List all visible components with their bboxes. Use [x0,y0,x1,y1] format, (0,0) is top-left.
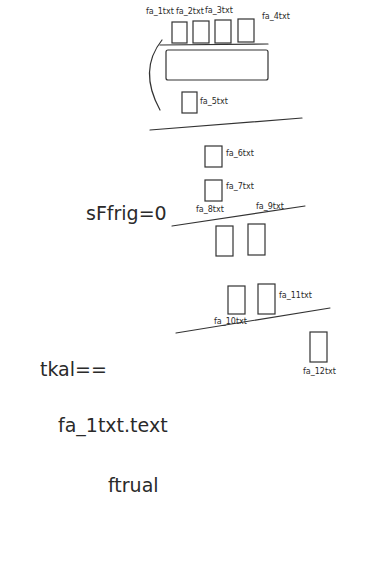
box-label: fa_10txt [214,318,247,326]
panel-box [166,50,268,80]
box-label: fa_8txt [196,206,224,214]
text-box [248,224,265,255]
box-label: fa_5txt [200,98,228,106]
divider-line [176,308,330,333]
text-box [205,146,222,167]
box-label: fa_7txt [226,183,254,191]
note-text: ftrual [108,476,159,495]
text-box [182,92,197,113]
note-text: fa_1txt.text [58,416,168,435]
box-label: fa_6txt [226,150,254,158]
box-label: fa_9txt [256,203,284,211]
box-label: fa_1txt [146,8,174,16]
box-label: fa_4txt [262,13,290,21]
divider-line [172,206,305,226]
divider-line [160,44,268,45]
text-box [205,180,222,201]
box-label: fa_2txt [176,8,204,16]
note-text: sFfrig=0 [86,204,167,223]
box-label: fa_3txt [205,7,233,15]
text-box [238,19,254,42]
box-label: fa_11txt [279,292,312,300]
text-box [216,226,233,256]
text-box [215,20,231,43]
text-box [172,22,187,43]
text-box [193,21,209,43]
text-box [228,286,245,314]
text-box [258,284,275,314]
box-label: fa_12txt [303,368,336,376]
bracket-arc [149,40,162,110]
text-box [310,332,327,362]
divider-line [150,118,302,130]
note-text: tkal== [40,360,107,379]
